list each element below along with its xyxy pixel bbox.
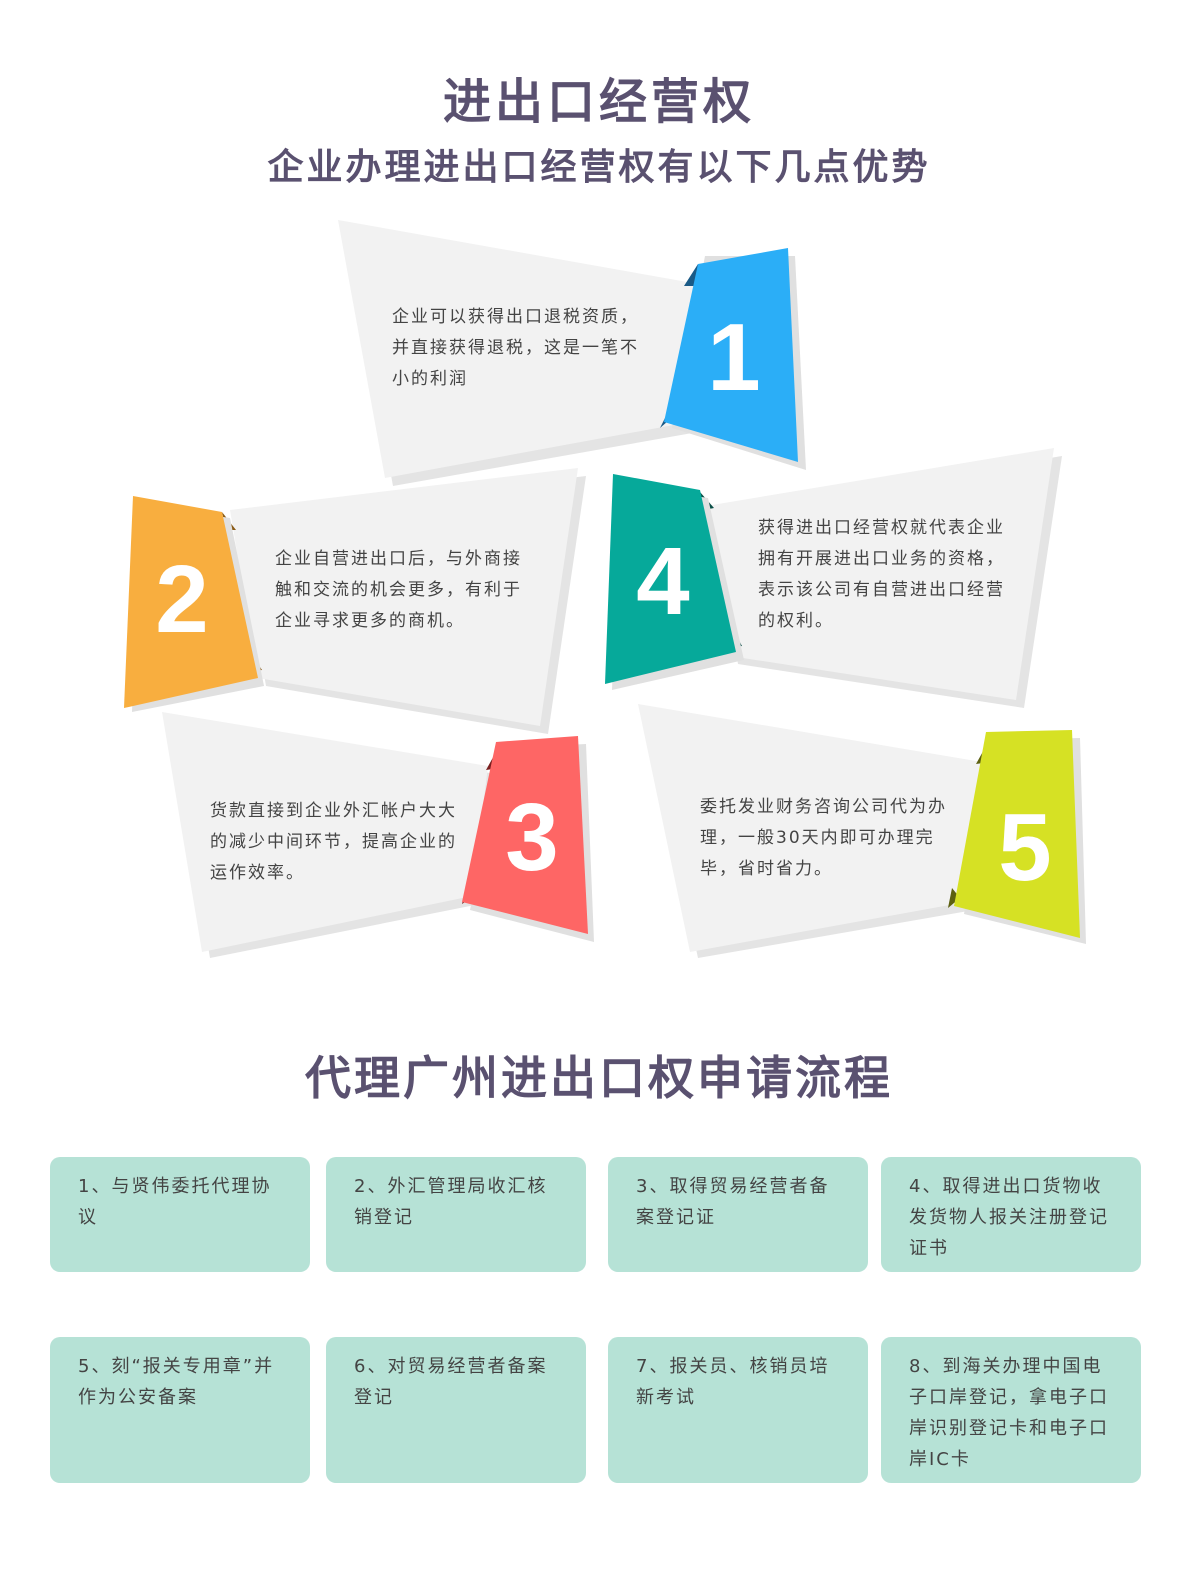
process-step-5: 5、刻“报关专用章”并作为公安备案 bbox=[50, 1337, 310, 1483]
advantage-text-4: 获得进出口经营权就代表企业拥有开展进出口业务的资格，表示该公司有自营进出口经营的… bbox=[758, 518, 1005, 631]
process-step-8: 8、到海关办理中国电子口岸登记，拿电子口岸识别登记卡和电子口岸IC卡 bbox=[881, 1337, 1141, 1483]
advantage-number-4: 4 bbox=[636, 528, 689, 635]
advantage-number-2: 2 bbox=[155, 546, 208, 653]
advantages-graphic: 1 2 3 4 bbox=[124, 220, 1086, 958]
advantage-card-4: 4 bbox=[605, 448, 1062, 708]
advantage-number-1: 1 bbox=[707, 304, 760, 411]
advantage-badge-2 bbox=[124, 496, 258, 708]
advantage-badge-4 bbox=[605, 474, 736, 684]
process-step-2: 2、外汇管理局收汇核销登记 bbox=[326, 1157, 586, 1272]
advantage-text-2: 企业自营进出口后，与外商接触和交流的机会更多，有利于企业寻求更多的商机。 bbox=[275, 549, 522, 631]
advantage-card-5: 5 bbox=[638, 704, 1086, 958]
advantage-number-5: 5 bbox=[998, 794, 1051, 901]
advantage-text-5: 委托发业财务咨询公司代为办理，一般30天内即可办理完毕，省时省力。 bbox=[700, 797, 947, 879]
advantage-text-1: 企业可以获得出口退税资质，并直接获得退税，这是一笔不小的利润 bbox=[392, 307, 639, 389]
process-step-4: 4、取得进出口货物收发货物人报关注册登记证书 bbox=[881, 1157, 1141, 1272]
advantage-badge-5 bbox=[954, 730, 1080, 938]
page-title: 进出口经营权 bbox=[442, 74, 755, 130]
advantage-badge-3 bbox=[462, 736, 588, 934]
advantage-card-2: 2 bbox=[124, 468, 586, 734]
process-step-7: 7、报关员、核销员培新考试 bbox=[608, 1337, 868, 1483]
advantage-card-1: 1 bbox=[338, 220, 806, 486]
process-step-3: 3、取得贸易经营者备案登记证 bbox=[608, 1157, 868, 1272]
process-step-1: 1、与贤伟委托代理协议 bbox=[50, 1157, 310, 1272]
advantage-badge-1 bbox=[664, 248, 798, 462]
page-subtitle: 企业办理进出口经营权有以下几点优势 bbox=[267, 146, 931, 188]
advantage-number-3: 3 bbox=[505, 784, 558, 891]
advantage-text-3: 货款直接到企业外汇帐户大大的减少中间环节，提高企业的运作效率。 bbox=[210, 801, 457, 883]
advantage-card-3: 3 bbox=[162, 712, 594, 958]
process-title: 代理广州进出口权申请流程 bbox=[305, 1051, 893, 1105]
process-step-6: 6、对贸易经营者备案登记 bbox=[326, 1337, 586, 1483]
advantages-section: 1 2 3 4 bbox=[124, 220, 1086, 958]
